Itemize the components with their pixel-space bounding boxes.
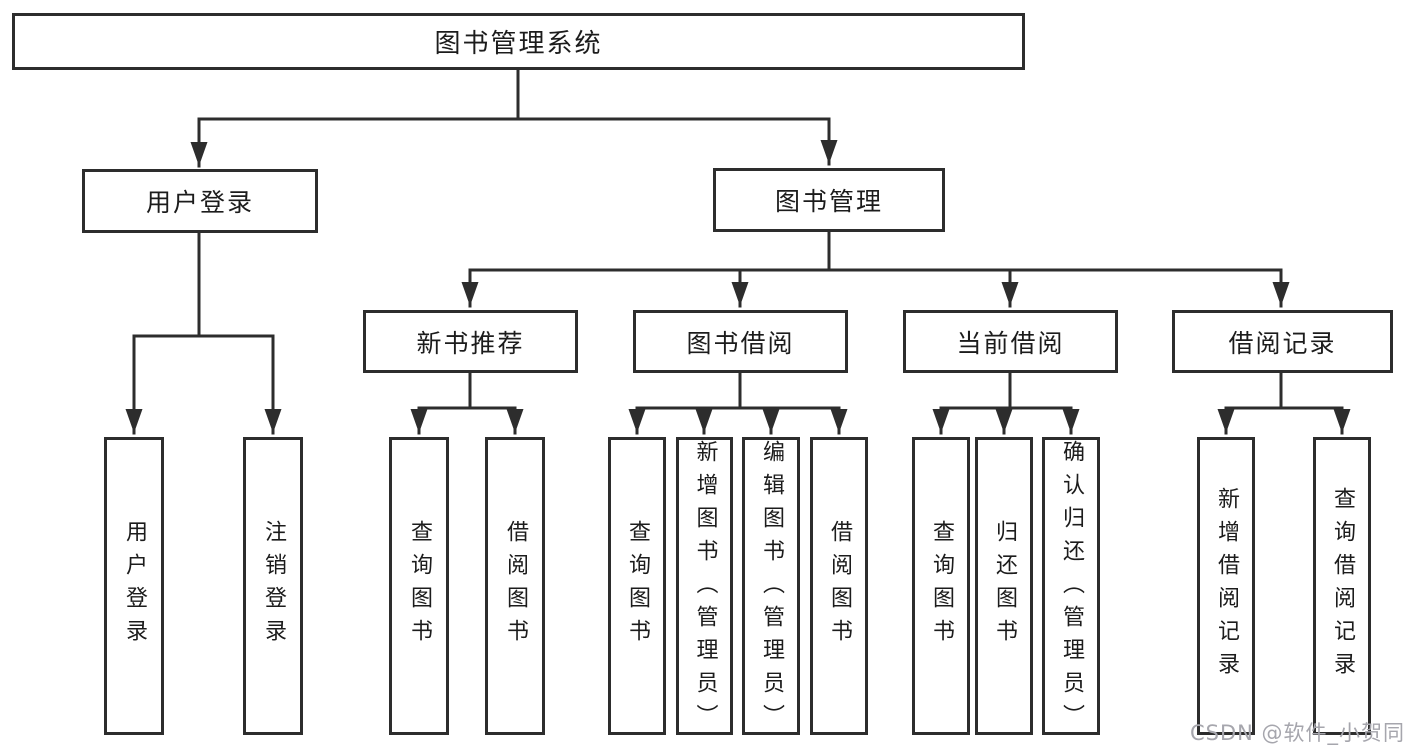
- leaf-logout: 注销登录: [243, 437, 303, 735]
- leaf-user-login: 用户登录: [104, 437, 164, 735]
- leaf-edit-books-admin: 编辑图书（管理员）: [742, 437, 800, 737]
- leaf-borrow-books: 借阅图书: [810, 437, 868, 735]
- leaf-label: 查询图书: [407, 520, 432, 652]
- leaf-label: 新增图书（管理员）: [692, 440, 718, 737]
- leaf-label: 编辑图书（管理员）: [759, 440, 784, 737]
- leaf-label: 注销登录: [261, 520, 286, 652]
- leaf-query-books-recommend: 查询图书: [389, 437, 449, 735]
- node-borrow-records: 借阅记录: [1172, 310, 1393, 373]
- leaf-add-books-admin: 新增图书（管理员）: [676, 437, 733, 737]
- leaf-query-books-borrow: 查询图书: [608, 437, 666, 735]
- leaf-label: 查询图书: [929, 520, 954, 652]
- node-user-login-branch: 用户登录: [82, 169, 318, 233]
- node-label: 图书借阅: [686, 328, 795, 358]
- leaf-add-borrow-record: 新增借阅记录: [1197, 437, 1255, 735]
- csdn-watermark: CSDN @软件_小贺同学: [1190, 721, 1405, 745]
- leaf-label: 查询图书: [625, 520, 650, 652]
- node-label: 借阅记录: [1228, 328, 1337, 358]
- leaf-label: 借阅图书: [827, 520, 852, 652]
- leaf-label: 查询借阅记录: [1330, 487, 1355, 685]
- leaf-label: 归还图书: [992, 520, 1017, 652]
- node-label: 用户登录: [145, 188, 254, 217]
- node-label: 新书推荐: [416, 328, 525, 358]
- leaf-confirm-return-admin: 确认归还（管理员）: [1042, 437, 1100, 737]
- node-current-borrow: 当前借阅: [903, 310, 1118, 373]
- leaf-label: 借阅图书: [503, 520, 528, 652]
- node-label: 图书管理: [774, 187, 883, 216]
- leaf-return-books: 归还图书: [975, 437, 1033, 735]
- leaf-label: 新增借阅记录: [1214, 487, 1239, 685]
- node-new-book-recommend: 新书推荐: [363, 310, 578, 373]
- node-book-mgmt-branch: 图书管理: [713, 168, 945, 232]
- leaf-query-borrow-record: 查询借阅记录: [1313, 437, 1371, 735]
- node-label: 当前借阅: [956, 328, 1065, 358]
- node-root-label: 图书管理系统: [434, 29, 603, 59]
- leaf-borrow-books-recommend: 借阅图书: [485, 437, 545, 735]
- node-root-system: 图书管理系统: [12, 13, 1025, 70]
- leaf-label: 确认归还（管理员）: [1059, 440, 1084, 737]
- node-book-borrow: 图书借阅: [633, 310, 848, 373]
- leaf-query-books-current: 查询图书: [912, 437, 970, 735]
- leaf-label: 用户登录: [122, 520, 147, 652]
